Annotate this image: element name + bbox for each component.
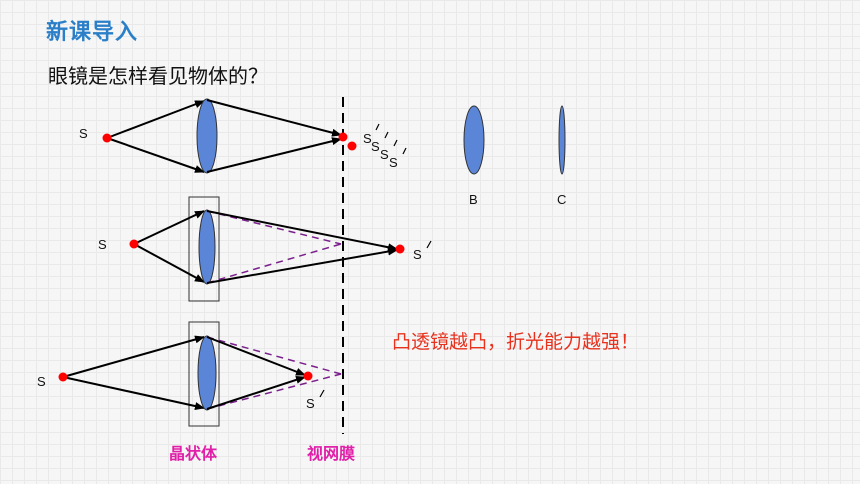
ray — [206, 336, 306, 376]
lens-c — [558, 105, 566, 175]
image-point — [303, 371, 313, 381]
slide-question: 眼镜是怎样看见物体的？ — [48, 64, 268, 88]
row-strong-lens: S S — [37, 321, 342, 427]
prime-mark — [375, 123, 380, 131]
lens-samples: B C — [463, 105, 566, 207]
dashed-ray — [206, 373, 342, 410]
lens-b — [463, 105, 485, 175]
lens — [196, 98, 218, 174]
lens-b-label: B — [469, 192, 478, 207]
image-label: S — [413, 247, 422, 262]
prime-mark — [384, 131, 389, 139]
ray — [206, 137, 342, 173]
ray — [106, 100, 205, 139]
object-label: S — [98, 237, 107, 252]
ray — [206, 210, 398, 252]
ray — [206, 247, 398, 284]
image-label: S — [371, 139, 380, 154]
ray — [106, 137, 205, 173]
ray — [133, 210, 205, 245]
prime-mark — [319, 389, 325, 398]
lens — [198, 209, 216, 285]
object-label: S — [37, 374, 46, 389]
object-label: S — [79, 126, 88, 141]
image-point — [347, 141, 357, 151]
row-weak-lens: S S — [98, 196, 432, 302]
ray — [62, 376, 205, 410]
row-normal-focus: S S S S S — [79, 98, 407, 174]
caption-crystalline-lens: 晶状体 — [169, 444, 218, 463]
conclusion-text: 凸透镜越凸，折光能力越强！ — [392, 331, 640, 353]
ray — [206, 375, 306, 410]
lens-frame — [188, 321, 220, 427]
caption-retina: 视网膜 — [307, 444, 356, 463]
slide-title: 新课导入 — [46, 20, 139, 45]
object-point — [58, 372, 68, 382]
object-point — [102, 133, 112, 143]
prime-mark — [393, 139, 398, 147]
object-point — [129, 239, 139, 249]
lens-frame — [188, 196, 220, 302]
ray — [133, 243, 205, 283]
image-label: S — [306, 396, 315, 411]
lens-c-label: C — [557, 192, 566, 207]
prime-mark — [426, 240, 432, 249]
ray — [62, 335, 205, 378]
prime-mark — [402, 147, 407, 155]
ray — [206, 99, 342, 137]
image-point — [338, 132, 348, 142]
image-label: S — [380, 147, 389, 162]
image-label: S — [363, 131, 372, 146]
image-label: S — [389, 155, 398, 170]
lens — [197, 335, 217, 411]
dashed-ray — [206, 336, 342, 375]
image-point — [395, 244, 405, 254]
